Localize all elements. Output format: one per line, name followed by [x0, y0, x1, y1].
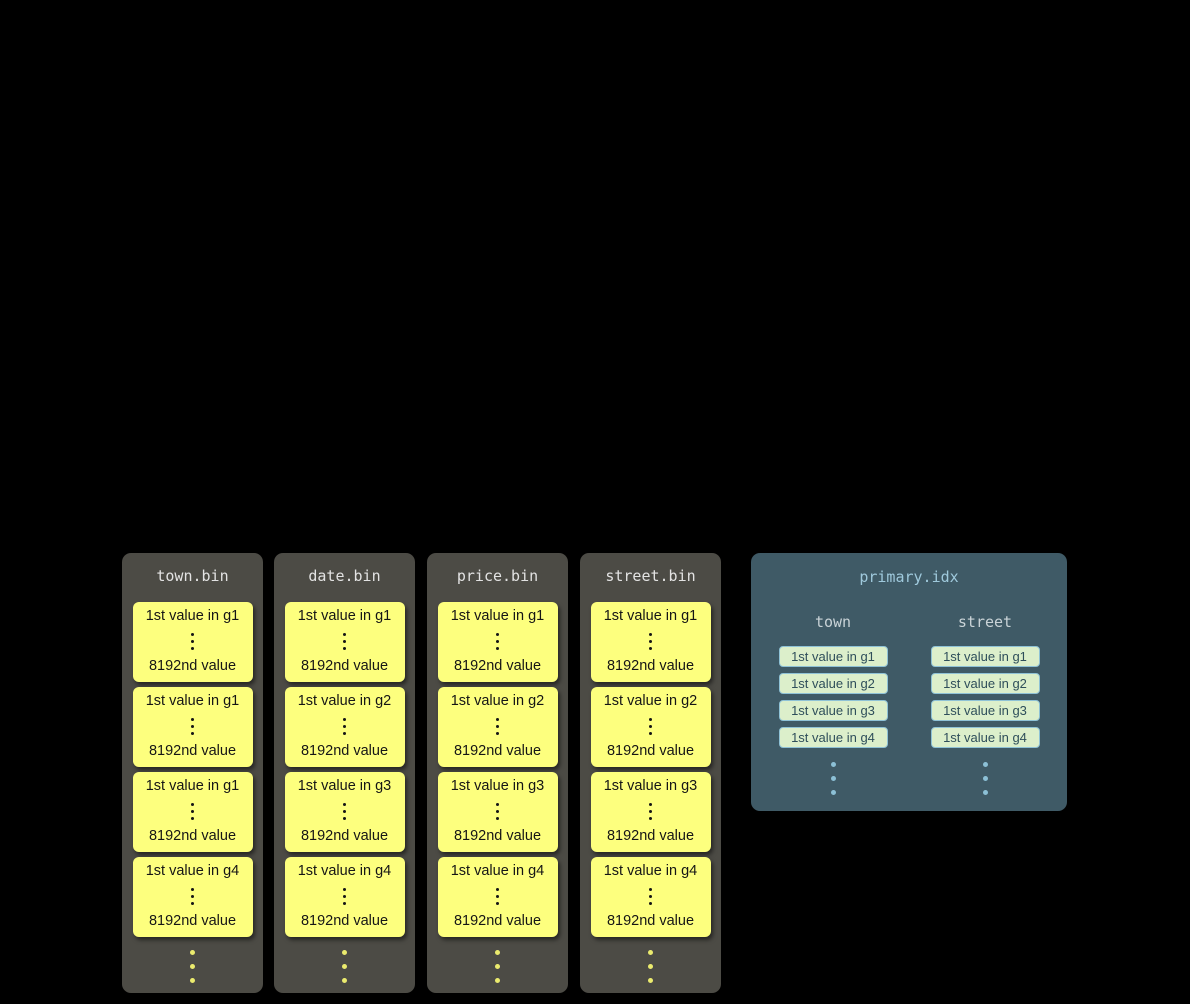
more-entries-ellipsis-icon [982, 754, 988, 795]
bin-file-title: street.bin [605, 567, 696, 585]
granule-last-value: 8192nd value [453, 913, 542, 929]
vertical-ellipsis-icon [649, 802, 652, 820]
more-entries-ellipsis-icon [830, 754, 836, 795]
granule-stack: 1st value in g1 8192nd value 1st value i… [122, 588, 263, 937]
granule-stack: 1st value in g1 8192nd value 1st value i… [274, 588, 415, 937]
bin-file-card-street: street.bin 1st value in g1 8192nd value … [580, 553, 721, 993]
granule-first-value: 1st value in g3 [450, 778, 545, 794]
granule-block: 1st value in g1 8192nd value [437, 602, 558, 682]
granule-first-value: 1st value in g4 [145, 863, 240, 879]
more-granules-ellipsis-icon [274, 942, 415, 983]
granule-last-value: 8192nd value [300, 913, 389, 929]
vertical-ellipsis-icon [649, 632, 652, 650]
granule-block: 1st value in g2 8192nd value [284, 687, 405, 767]
granule-last-value: 8192nd value [606, 658, 695, 674]
granule-block: 1st value in g1 8192nd value [590, 602, 711, 682]
index-column-title: street [957, 613, 1013, 631]
granule-first-value: 1st value in g4 [603, 863, 698, 879]
bin-file-card-price: price.bin 1st value in g1 8192nd value 1… [427, 553, 568, 993]
vertical-ellipsis-icon [343, 802, 346, 820]
index-entry: 1st value in g3 [930, 700, 1040, 721]
index-column-title: town [814, 613, 852, 631]
index-entry: 1st value in g1 [930, 646, 1040, 667]
granule-last-value: 8192nd value [453, 828, 542, 844]
index-column-street: street 1st value in g1 1st value in g2 1… [930, 613, 1040, 795]
granule-block: 1st value in g4 8192nd value [590, 857, 711, 937]
granule-block: 1st value in g2 8192nd value [437, 687, 558, 767]
index-entry: 1st value in g2 [930, 673, 1040, 694]
granule-last-value: 8192nd value [606, 913, 695, 929]
granule-first-value: 1st value in g2 [297, 693, 392, 709]
granule-first-value: 1st value in g1 [145, 608, 240, 624]
granule-last-value: 8192nd value [453, 743, 542, 759]
granule-block: 1st value in g1 8192nd value [284, 602, 405, 682]
granule-last-value: 8192nd value [148, 913, 237, 929]
index-entry: 1st value in g4 [930, 727, 1040, 748]
granule-block: 1st value in g1 8192nd value [132, 772, 253, 852]
granule-last-value: 8192nd value [606, 828, 695, 844]
granule-block: 1st value in g4 8192nd value [132, 857, 253, 937]
granule-first-value: 1st value in g1 [297, 608, 392, 624]
granule-block: 1st value in g3 8192nd value [284, 772, 405, 852]
primary-index-columns: town 1st value in g1 1st value in g2 1st… [751, 613, 1067, 795]
bin-file-title: price.bin [456, 567, 539, 585]
more-granules-ellipsis-icon [580, 942, 721, 983]
vertical-ellipsis-icon [649, 717, 652, 735]
primary-index-title: primary.idx [859, 568, 959, 586]
granule-block: 1st value in g3 8192nd value [590, 772, 711, 852]
vertical-ellipsis-icon [649, 887, 652, 905]
granule-first-value: 1st value in g1 [450, 608, 545, 624]
granule-first-value: 1st value in g4 [450, 863, 545, 879]
granule-last-value: 8192nd value [300, 828, 389, 844]
bin-file-card-town: town.bin 1st value in g1 8192nd value 1s… [122, 553, 263, 993]
granule-first-value: 1st value in g1 [145, 778, 240, 794]
vertical-ellipsis-icon [343, 887, 346, 905]
granule-block: 1st value in g4 8192nd value [284, 857, 405, 937]
granule-block: 1st value in g1 8192nd value [132, 687, 253, 767]
granule-last-value: 8192nd value [300, 658, 389, 674]
vertical-ellipsis-icon [191, 802, 194, 820]
granule-first-value: 1st value in g2 [450, 693, 545, 709]
granule-stack: 1st value in g1 8192nd value 1st value i… [580, 588, 721, 937]
more-granules-ellipsis-icon [122, 942, 263, 983]
granule-block: 1st value in g2 8192nd value [590, 687, 711, 767]
granule-block: 1st value in g1 8192nd value [132, 602, 253, 682]
granule-last-value: 8192nd value [300, 743, 389, 759]
vertical-ellipsis-icon [191, 632, 194, 650]
index-entry: 1st value in g2 [778, 673, 888, 694]
granule-first-value: 1st value in g1 [603, 608, 698, 624]
granule-last-value: 8192nd value [148, 828, 237, 844]
granule-block: 1st value in g3 8192nd value [437, 772, 558, 852]
granule-first-value: 1st value in g1 [145, 693, 240, 709]
more-granules-ellipsis-icon [427, 942, 568, 983]
index-entry: 1st value in g4 [778, 727, 888, 748]
index-column-town: town 1st value in g1 1st value in g2 1st… [778, 613, 888, 795]
bin-file-title: date.bin [308, 567, 381, 585]
vertical-ellipsis-icon [496, 717, 499, 735]
index-entry: 1st value in g3 [778, 700, 888, 721]
granule-block: 1st value in g4 8192nd value [437, 857, 558, 937]
vertical-ellipsis-icon [343, 632, 346, 650]
granule-stack: 1st value in g1 8192nd value 1st value i… [427, 588, 568, 937]
primary-index-panel: primary.idx town 1st value in g1 1st val… [751, 553, 1067, 811]
granule-first-value: 1st value in g4 [297, 863, 392, 879]
vertical-ellipsis-icon [496, 887, 499, 905]
granule-last-value: 8192nd value [148, 658, 237, 674]
granule-last-value: 8192nd value [606, 743, 695, 759]
index-entry: 1st value in g1 [778, 646, 888, 667]
vertical-ellipsis-icon [496, 632, 499, 650]
vertical-ellipsis-icon [191, 717, 194, 735]
bin-file-card-date: date.bin 1st value in g1 8192nd value 1s… [274, 553, 415, 993]
vertical-ellipsis-icon [191, 887, 194, 905]
granule-first-value: 1st value in g3 [603, 778, 698, 794]
granule-first-value: 1st value in g2 [603, 693, 698, 709]
vertical-ellipsis-icon [496, 802, 499, 820]
bin-file-title: town.bin [156, 567, 229, 585]
granule-last-value: 8192nd value [148, 743, 237, 759]
granule-last-value: 8192nd value [453, 658, 542, 674]
granule-first-value: 1st value in g3 [297, 778, 392, 794]
vertical-ellipsis-icon [343, 717, 346, 735]
